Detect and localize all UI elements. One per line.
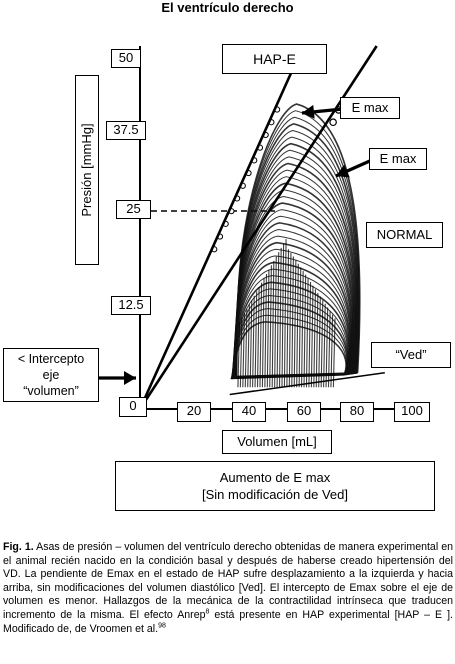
x-tick-80: 80	[340, 402, 374, 422]
pv-loop-stroke	[239, 317, 243, 388]
label-intercept-line3: “volumen”	[23, 384, 79, 398]
pv-loop-stroke	[296, 263, 299, 388]
pv-loop-stroke	[323, 303, 326, 388]
pv-loop-stroke	[266, 269, 270, 388]
arrow-intercept	[99, 371, 136, 385]
label-emax-normal: E max	[369, 148, 427, 170]
caption-text: Asas de presión – volumen del ventrículo…	[3, 541, 454, 621]
label-emax-hap: E max	[340, 97, 400, 119]
pressure-volume-chart	[99, 45, 412, 410]
x-tick-60: 60	[287, 402, 321, 422]
x-tick-100: 100	[394, 402, 430, 422]
pv-loop-stroke	[278, 247, 282, 388]
caption-ref-2: 98	[158, 622, 166, 630]
caption-ref-1: 8	[205, 608, 210, 616]
pv-loop-stroke	[332, 318, 336, 388]
pv-loop-stroke	[264, 273, 268, 388]
label-hap-e: HAP-E	[222, 44, 327, 74]
label-intercept-line1: < Intercepto	[17, 352, 85, 366]
pv-loop-stroke	[242, 313, 245, 388]
x-axis-label: Volumen [mL]	[222, 430, 332, 454]
pv-loop	[235, 123, 360, 378]
label-intercept: < Intercepto eje “volumen”	[3, 348, 99, 402]
pv-loop-stroke	[244, 308, 248, 388]
annotation-arrows	[99, 104, 373, 385]
pv-loop-stroke	[256, 287, 260, 388]
pv-loop-stroke	[254, 291, 258, 388]
pv-loop-stroke	[288, 252, 292, 388]
end-systolic-point	[329, 118, 337, 127]
pv-loop-stroke	[313, 289, 316, 388]
emax-line-hap	[138, 45, 305, 410]
label-ved: “Ved”	[371, 342, 451, 368]
caption-text-2: está presente en HAP experimental [HAP –…	[3, 608, 453, 635]
y-axis-label: Presión [mmHg]	[75, 75, 99, 265]
pv-loop-stroke	[330, 314, 334, 388]
pv-loop-stroke	[327, 310, 331, 388]
y-tick-50: 50	[111, 49, 141, 68]
pv-loop-stroke	[315, 292, 319, 388]
pv-loop-stroke	[293, 260, 297, 388]
arrow-emax-normal	[335, 158, 373, 178]
pv-loop-stroke	[318, 296, 321, 388]
arrow-intercept-head	[124, 371, 136, 385]
pv-loop-stroke	[276, 252, 280, 388]
figure-caption: Fig. 1. Asas de presión – volumen del ve…	[3, 541, 453, 636]
y-tick-12-5: 12.5	[111, 296, 151, 315]
caption-label: Fig. 1.	[3, 541, 34, 553]
emax-lines	[138, 45, 385, 410]
ved-line	[229, 371, 385, 396]
label-normal: NORMAL	[366, 222, 443, 248]
pv-loop-stroke	[308, 281, 312, 388]
pv-loop	[235, 103, 361, 378]
pv-loop-stroke	[283, 239, 287, 388]
label-intercept-line2: eje	[42, 368, 60, 382]
arrow-emax-hap	[301, 104, 344, 119]
summary-box: Aumento de E max [Sin modificación de Ve…	[115, 461, 435, 511]
pv-loop-stroke	[271, 260, 275, 388]
y-tick-37-5: 37.5	[106, 121, 146, 140]
pv-loop-stroke	[237, 321, 241, 388]
pv-loop-stroke	[320, 300, 324, 388]
arrow-emax-hap-head	[302, 104, 315, 119]
pv-loop-stroke	[261, 278, 265, 388]
pv-loop-stroke	[269, 265, 272, 388]
pv-loop-stroke	[291, 256, 294, 388]
pv-loops	[211, 98, 361, 388]
emax-line-normal	[138, 45, 378, 410]
x-tick-40: 40	[232, 402, 266, 422]
summary-line1: Aumento de E max	[219, 470, 331, 485]
pv-loop-stroke	[259, 282, 263, 388]
pv-loop	[234, 142, 359, 378]
pv-loop-stroke	[252, 295, 255, 388]
arrow-emax-normal-head	[336, 164, 350, 178]
y-tick-25: 25	[116, 200, 151, 219]
pv-loop	[235, 116, 360, 378]
pv-loop-stroke	[286, 249, 290, 388]
pv-loop-stroke	[274, 256, 277, 388]
pv-loop-stroke	[325, 307, 329, 388]
x-tick-20: 20	[177, 402, 211, 422]
pv-loop-stroke	[247, 304, 250, 388]
pv-loop-stroke	[249, 300, 253, 388]
pv-loop-stroke	[310, 285, 314, 388]
pv-loop-stroke	[305, 278, 309, 388]
page-title: El ventrículo derecho	[161, 0, 294, 15]
summary-line2: [Sin modificación de Ved]	[202, 487, 348, 502]
pv-loop-stroke	[281, 243, 285, 388]
x-tick-0: 0	[119, 397, 147, 417]
pv-loop-stroke	[298, 267, 302, 388]
pv-loop	[234, 162, 357, 378]
pv-loop-stroke	[303, 274, 307, 388]
pv-loop-stroke	[301, 271, 304, 388]
